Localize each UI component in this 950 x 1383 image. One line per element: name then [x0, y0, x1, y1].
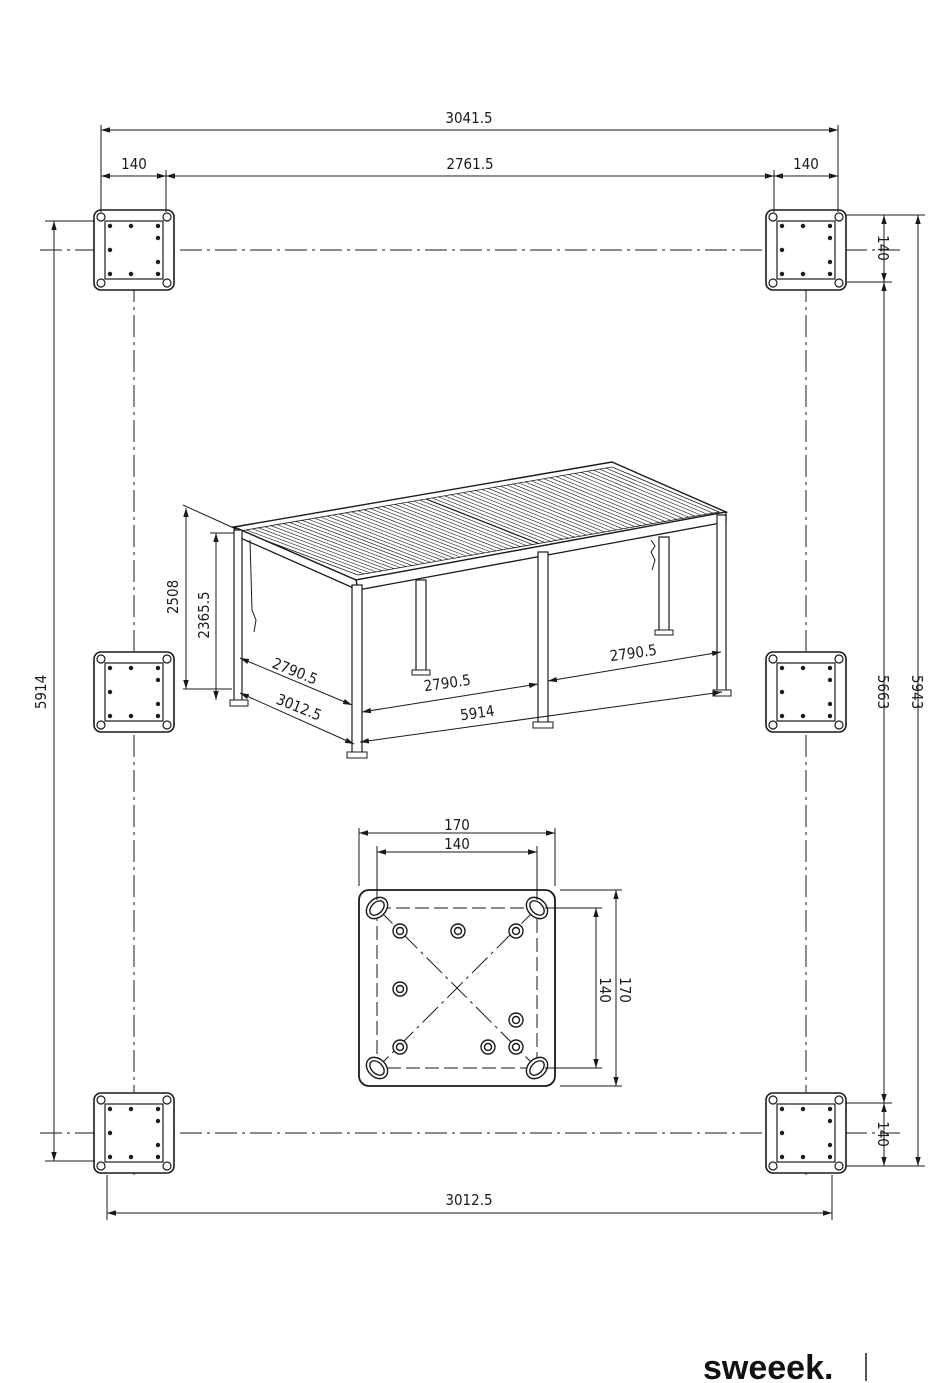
foot-plate-bottom-right — [766, 1093, 846, 1173]
baseplate-dim-hole-spacing-width: 140 — [444, 835, 470, 853]
baseplate-detail: 170 140 140 170 — [359, 816, 634, 1086]
dim-label-right-outer-height: 5943 — [908, 675, 926, 709]
dim-label-left-height: 5914 — [32, 675, 50, 709]
brand-logo: sweeek. — [703, 1349, 866, 1383]
foot-plate-bottom-left — [94, 1093, 174, 1173]
dim-left-height: 5914 — [32, 221, 95, 1161]
dim-label-bottom-width: 3012.5 — [445, 1191, 492, 1209]
dim-label-overall-width: 3041.5 — [445, 109, 492, 127]
pergola-dim-height-clear: 2365.5 — [195, 591, 213, 638]
dim-label-right-inner-height: 5663 — [874, 675, 892, 709]
dim-label-left-offset: 140 — [121, 155, 147, 173]
foot-plate-middle-right — [766, 652, 846, 732]
pergola-illustration: 2508 2365.5 2790.5 3012.5 2790.5 2790.5 … — [164, 462, 731, 758]
dim-bottom-width: 3012.5 — [107, 1175, 832, 1220]
pergola-dim-side-span: 2790.5 — [270, 654, 321, 688]
pergola-dim-front-total: 5914 — [459, 702, 496, 725]
dim-label-plate-bottom-right: 140 — [874, 1121, 892, 1147]
pergola-dim-height-total: 2508 — [164, 580, 182, 614]
foot-plate-top-left — [94, 210, 174, 290]
foot-plate-top-right — [766, 210, 846, 290]
dim-right-heights: 140 5663 140 5943 — [846, 215, 926, 1166]
dim-label-plate-top-right: 140 — [874, 235, 892, 261]
brand-name: sweeek. — [703, 1349, 833, 1383]
dim-top-segments: 140 2761.5 140 — [101, 155, 838, 212]
dim-label-center-span: 2761.5 — [446, 155, 493, 173]
pergola-dim-front-span-right: 2790.5 — [609, 641, 658, 665]
baseplate-dim-outer-width: 170 — [444, 816, 470, 834]
baseplate-dim-outer-height: 170 — [616, 977, 634, 1003]
baseplate-dim-hole-spacing-height: 140 — [596, 977, 614, 1003]
foot-plate-middle-left — [94, 652, 174, 732]
dim-label-right-offset: 140 — [793, 155, 819, 173]
